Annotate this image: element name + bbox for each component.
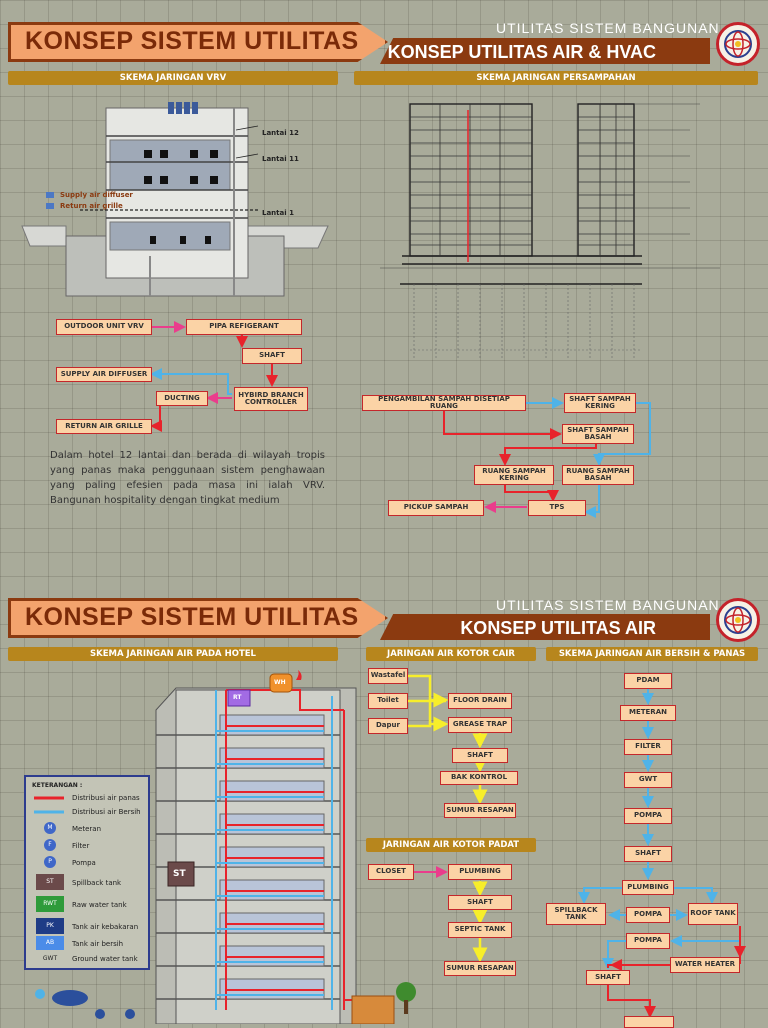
node-pompa-3: POMPA [626,933,670,949]
waste-section-header: SKEMA JARINGAN PERSAMPAHAN [354,71,758,85]
node-tps: TPS [528,500,586,516]
node-floor-drain: FLOOR DRAIN [448,693,512,709]
legend-supply-diffuser: Supply air diffuser [60,191,133,199]
node-supply-air-diffuser: SUPPLY AIR DIFFUSER [56,367,152,382]
spillback-tank-icon: ST [36,874,64,890]
vrv-section-header: SKEMA JARINGAN VRV [8,71,338,85]
legend-item-fire: Tank air kebakaran [72,923,139,931]
node-pipa-refigerant: PIPA REFIGERANT [186,319,302,335]
floor-label-1: Lantai 1 [262,209,294,217]
node-pickup-sampah: PICKUP SAMPAH [388,500,484,516]
bersih-section-header: SKEMA JARINGAN AIR BERSIH & PANAS [546,647,758,661]
raw-water-tank-icon: RWT [36,896,64,912]
hotel-section-header: SKEMA JARINGAN AIR PADA HOTEL [8,647,338,661]
tag-wh: WH [274,679,286,686]
floor-label-12: Lantai 12 [262,129,299,137]
node-toilet: Toilet [368,693,408,709]
node-pengambilan-sampah: PENGAMBILAN SAMPAH DISETIAP RUANG [362,395,526,411]
vrv-description: Dalam hotel 12 lantai dan berada di wila… [50,450,325,506]
meter-icon: M [44,822,56,834]
node-padat-plumbing: PLUMBING [448,864,512,880]
node-meteran: METERAN [620,705,676,721]
tag-st: ST [173,869,186,879]
node-pdam: PDAM [624,673,672,689]
node-septic-tank: SEPTIC TANK [448,922,512,938]
node-vrv-shaft: SHAFT [242,348,302,364]
legend-item-pump: Pompa [72,859,96,867]
floor-label-11: Lantai 11 [262,155,299,163]
panel2-title: KONSEP SISTEM UTILITAS [8,598,388,638]
ground-tank-icon: GWT [42,955,58,962]
node-shaft-sampah-kering: SHAFT SAMPAH KERING [564,393,636,413]
node-outdoor-unit-vrv: OUTDOOR UNIT VRV [56,319,152,335]
node-ducting: DUCTING [156,391,208,406]
node-shaft-sampah-basah: SHAFT SAMPAH BASAH [562,424,634,444]
node-grease-trap: GREASE TRAP [448,717,512,733]
legend-item-cleantank: Tank air bersih [72,940,124,948]
node-padat-shaft: SHAFT [448,895,512,910]
tag-rt: RT [233,694,242,701]
node-roof-tank: ROOF TANK [688,903,738,925]
panel1-title: KONSEP SISTEM UTILITAS [8,22,388,62]
legend-item-filter: Filter [72,842,90,850]
node-wastafel: Wastafel [368,668,408,684]
legend-title: KETERANGAN : [32,782,83,789]
node-closet: CLOSET [368,864,414,880]
node-bersih-plumbing: PLUMBING [622,880,674,895]
node-gwt: GWT [624,772,672,788]
legend-item-spillback: Spillback tank [72,879,122,887]
legend-item-meter: Meteran [72,825,102,833]
legend-item-raw: Raw water tank [72,901,127,909]
legend-item-hot: Distribusi air panas [72,794,140,802]
node-spillback-tank: SPILLBACK TANK [546,903,606,925]
node-water-heater: WATER HEATER [670,957,740,973]
node-hybird-branch-controller: HYBIRD BRANCH CONTROLLER [234,387,308,411]
fire-tank-icon: PK [36,918,64,934]
node-bak-kontrol: BAK KONTROL [440,771,518,785]
legend-item-ground: Ground water tank [72,955,138,963]
legend-return-grille: Return air grille [60,202,123,210]
node-cair-sumur-resapan: SUMUR RESAPAN [444,803,516,818]
node-bersih-shaft: SHAFT [624,846,672,862]
panel2-course: UTILITAS SISTEM BANGUNAN - J [496,597,744,613]
panel1-subtitle: KONSEP UTILITAS AIR & HVAC [380,38,710,64]
node-return-air-grille: RETURN AIR GRILLE [56,419,152,434]
node-bersih-shaft-2: SHAFT [586,970,630,985]
university-logo-icon [716,22,760,66]
clean-water-line-icon [34,810,64,814]
node-pompa-2: POMPA [626,907,670,923]
node-pompa-1: POMPA [624,808,672,824]
node-filter: FILTER [624,739,672,755]
kotor-cair-section-header: JARINGAN AIR KOTOR CAIR [366,647,536,661]
clean-tank-icon: AB [36,936,64,950]
legend-item-clean: Distribusi air Bersih [72,808,141,816]
node-dapur: Dapur [368,718,408,734]
panel1-course: UTILITAS SISTEM BANGUNAN - J [496,20,744,36]
node-ruang-sampah-basah: RUANG SAMPAH BASAH [562,465,634,485]
filter-icon: F [44,839,56,851]
node-cair-shaft: SHAFT [452,748,508,763]
node-ruang-sampah-kering: RUANG SAMPAH KERING [474,465,554,485]
node-bottom-cutoff [624,1016,674,1028]
panel2-subtitle: KONSEP UTILITAS AIR [380,614,710,640]
pump-icon: P [44,856,56,868]
university-logo-icon-2 [716,598,760,642]
kotor-padat-section-header: JARINGAN AIR KOTOR PADAT [366,838,536,852]
node-padat-sumur-resapan: SUMUR RESAPAN [444,961,516,976]
hot-water-line-icon [34,796,64,800]
hotel-legend: KETERANGAN : Distribusi air panas Distri… [24,775,150,970]
